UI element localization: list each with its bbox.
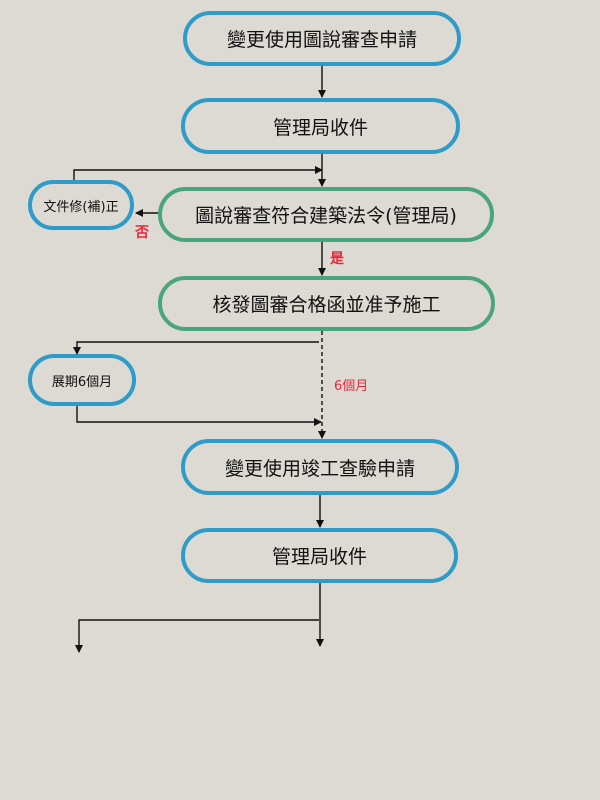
node-admin-receipt-1: 管理局收件 <box>181 98 460 154</box>
edge-approval-to-extension <box>73 341 319 355</box>
edge-correction-back-to-review <box>73 166 323 182</box>
node-extension-6-months: 展期6個月 <box>28 354 136 406</box>
node-document-correction: 文件修(補)正 <box>28 180 134 230</box>
label-six-months: 6個月 <box>334 379 369 394</box>
node-approval-letter: 核發圖審合格函並准予施工 <box>158 276 495 331</box>
node-admin-receipt-2: 管理局收件 <box>181 528 458 583</box>
node-change-review-request: 變更使用圖說審查申請 <box>183 11 461 66</box>
label-yes: 是 <box>330 251 344 267</box>
node-completion-inspection-request: 變更使用竣工查驗申請 <box>181 439 459 495</box>
edge-bottom-branch-left <box>75 619 319 653</box>
edge-extension-to-main <box>76 405 322 426</box>
node-review-compliance: 圖說審查符合建築法令(管理局) <box>158 187 494 242</box>
label-no: 否 <box>135 225 149 241</box>
